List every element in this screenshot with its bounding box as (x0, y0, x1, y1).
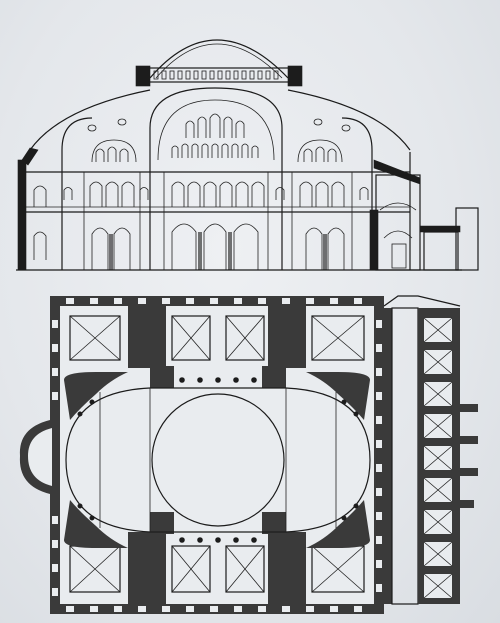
main-piers (128, 306, 306, 604)
outer-wall-openings (52, 298, 382, 612)
outer-gate-block (455, 207, 479, 271)
apse-interior (28, 428, 52, 486)
narthex-bays (423, 317, 453, 599)
tympanum-arch (157, 99, 275, 161)
narthex-upper-arch (379, 202, 417, 211)
left-roof-line (29, 89, 151, 151)
longitudinal-section (16, 39, 479, 271)
right-upper-windows (303, 146, 337, 162)
left-exedra-arch (91, 139, 137, 163)
left-wall-section (17, 159, 27, 271)
narthex-section-wall (369, 209, 379, 271)
right-buttress-tower (287, 65, 303, 87)
gallery-arcade (33, 181, 369, 207)
exonarthex-wall (423, 231, 459, 271)
colonnade-columns (77, 377, 359, 543)
narthex-top-link (383, 295, 461, 307)
ground-plan (19, 295, 478, 614)
tympanum-windows (171, 113, 259, 158)
left-upper-windows (95, 146, 129, 162)
exonarthex-roof (419, 225, 461, 233)
dome-inner-shell (155, 43, 283, 79)
roof-oculi (87, 118, 351, 132)
drum-windows (153, 70, 279, 80)
central-arch (149, 87, 283, 270)
narthex-lower-arch (383, 230, 413, 239)
piers (83, 172, 353, 270)
narthex-wall (375, 174, 421, 271)
narthex-door (391, 243, 407, 269)
ground-arcade (33, 223, 345, 270)
narthex-west-wall (384, 308, 392, 604)
dome-circle (151, 393, 285, 527)
main-dome (149, 39, 289, 79)
left-half-dome (61, 117, 93, 270)
entrance-buttresses (460, 404, 478, 508)
right-exedra-arch (297, 139, 343, 163)
exedrae (64, 372, 370, 548)
left-buttress-tower (135, 65, 151, 87)
inner-narthex (391, 307, 419, 605)
ground-columns (109, 232, 327, 270)
right-roof-line (287, 89, 411, 151)
dome-square (149, 387, 287, 533)
right-half-dome (341, 117, 373, 270)
